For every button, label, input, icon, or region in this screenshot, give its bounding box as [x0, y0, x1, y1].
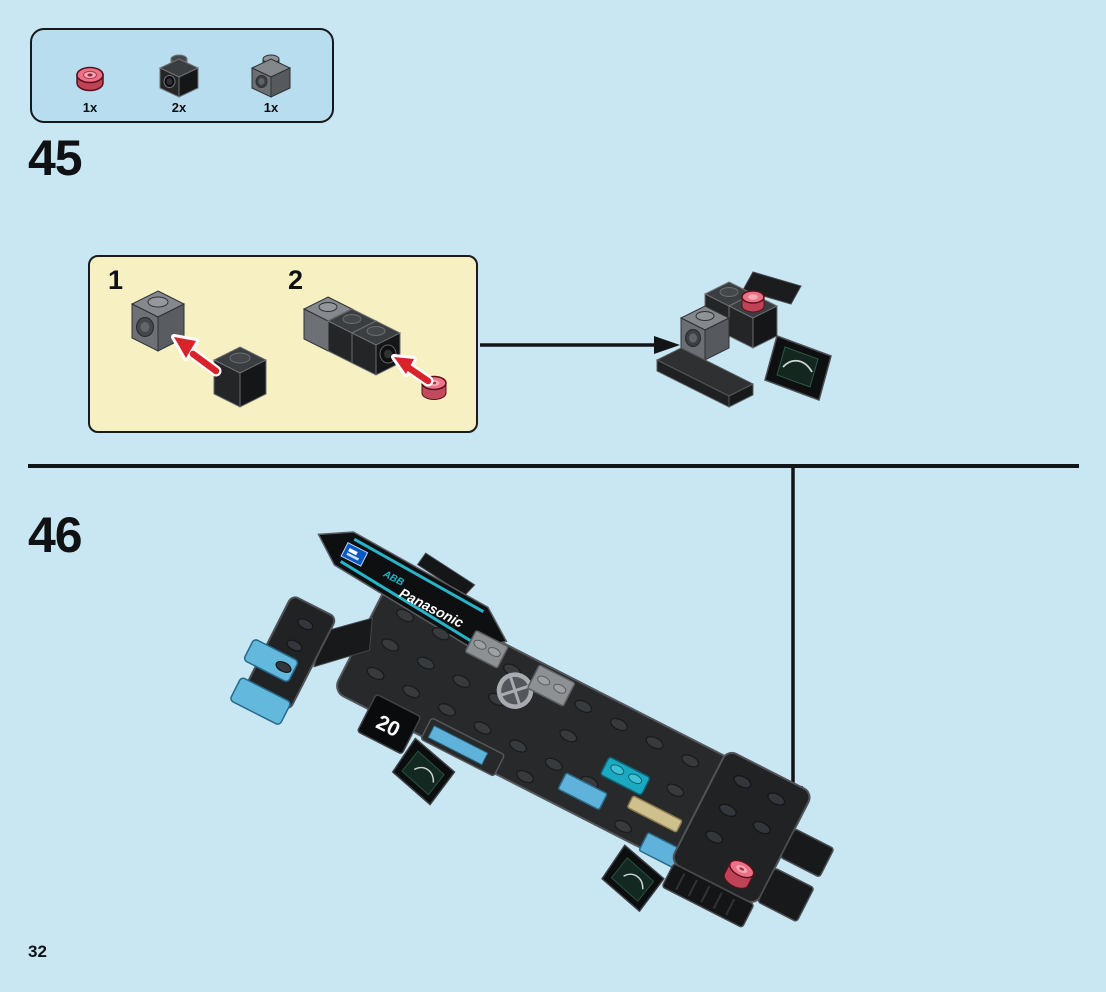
- result-arrow: [480, 336, 680, 354]
- engine-cover: ABB Panasonic: [317, 531, 508, 650]
- part-item-gray-brick: 1x: [250, 51, 292, 115]
- rear-cover-piece: [742, 271, 802, 305]
- round-plate-red-mounted: [723, 859, 755, 889]
- round-plate-red-attached: [741, 290, 765, 313]
- substep-1-label: 1: [108, 265, 124, 295]
- gray-bracket: [527, 664, 576, 707]
- step-46-number: 46: [28, 507, 83, 563]
- gray-brick-a: [465, 630, 509, 669]
- rear-section: [672, 751, 834, 922]
- part-item-red-plate: 1x: [72, 59, 108, 115]
- part-count: 2x: [171, 100, 187, 115]
- headlight-brick-black-icon: [158, 54, 200, 98]
- rear-diffuser: [662, 863, 754, 928]
- azure-plate-a: [558, 772, 608, 810]
- assembled-bricks: [302, 296, 402, 376]
- tan-plate: [627, 795, 683, 833]
- step-45-number: 45: [28, 130, 83, 186]
- side-panel-right: [601, 844, 665, 913]
- substep-box: 1 2: [88, 255, 478, 433]
- teal-plate: [600, 756, 651, 796]
- black-headlight-brick: [212, 346, 268, 408]
- parts-callout: 1x 2x 1x: [30, 28, 334, 123]
- part-count: 1x: [263, 100, 279, 115]
- page-number: 32: [28, 942, 47, 961]
- part-count: 1x: [82, 100, 98, 115]
- part-item-black-brick: 2x: [158, 51, 200, 115]
- car-number-panel: 20: [357, 694, 421, 754]
- black-plate: [655, 347, 755, 408]
- round-plate-red-icon: [76, 66, 104, 92]
- car-illustration: ABB Panasonic: [230, 531, 834, 928]
- substep-illustration: [130, 290, 447, 408]
- steering-wheel: [496, 672, 534, 709]
- headlight-brick-gray-icon: [250, 54, 292, 98]
- attach-arrow-1: [171, 334, 222, 377]
- windscreen-panel: [764, 335, 832, 401]
- black-brick-2: [727, 293, 779, 349]
- step-divider: [28, 464, 1079, 468]
- attach-arrow-2: [391, 354, 434, 387]
- sidepod: [420, 718, 505, 777]
- step-45-result: [655, 271, 832, 408]
- front-wing: [230, 596, 373, 725]
- side-panel-left: [391, 737, 456, 806]
- substep-2-label: 2: [288, 265, 304, 295]
